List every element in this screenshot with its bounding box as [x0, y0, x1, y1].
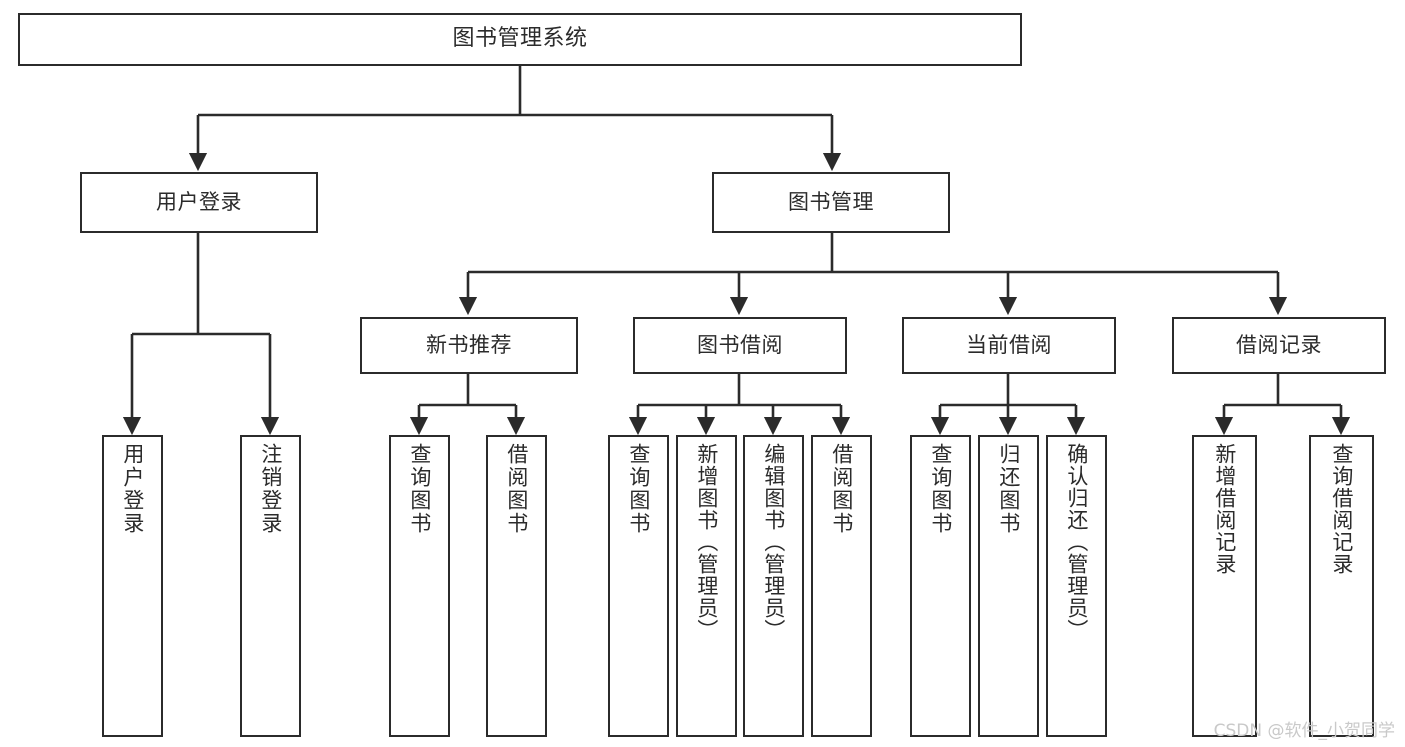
- node-current-borrowing[interactable]: 当前借阅: [902, 317, 1116, 374]
- node-new-book-recommendation[interactable]: 新书推荐: [360, 317, 578, 374]
- node-label: 借阅记录: [1236, 332, 1322, 357]
- leaf-book-borrow-edit-book-admin[interactable]: 编辑图书（管理员）: [743, 435, 804, 737]
- node-label: 图书管理: [788, 189, 874, 214]
- node-label: 新增借阅记录: [1212, 443, 1237, 575]
- node-user-login[interactable]: 用户登录: [80, 172, 318, 233]
- node-label: 用户登录: [156, 189, 242, 214]
- leaf-book-borrow-borrow-books[interactable]: 借阅图书: [811, 435, 872, 737]
- leaf-borrow-record-query-record[interactable]: 查询借阅记录: [1309, 435, 1374, 737]
- leaf-user-login-logout[interactable]: 注销登录: [240, 435, 301, 737]
- node-label: 用户登录: [120, 443, 145, 535]
- node-label: 查询图书: [928, 443, 953, 535]
- node-borrow-record[interactable]: 借阅记录: [1172, 317, 1386, 374]
- leaf-current-borrow-return-books[interactable]: 归还图书: [978, 435, 1039, 737]
- leaf-new-book-borrow-books[interactable]: 借阅图书: [486, 435, 547, 737]
- node-book-borrowing[interactable]: 图书借阅: [633, 317, 847, 374]
- node-label: 图书管理系统: [452, 26, 588, 52]
- node-label: 新书推荐: [426, 332, 512, 357]
- leaf-current-borrow-query-books[interactable]: 查询图书: [910, 435, 971, 737]
- node-label: 查询图书: [407, 443, 432, 535]
- csdn-watermark: CSDN @软件_小贺同学: [1213, 721, 1395, 741]
- leaf-current-borrow-confirm-return-admin[interactable]: 确认归还（管理员）: [1046, 435, 1107, 737]
- node-label: 查询借阅记录: [1329, 443, 1354, 575]
- node-label: 当前借阅: [966, 332, 1052, 357]
- node-label: 注销登录: [258, 443, 283, 535]
- node-label: 图书借阅: [697, 332, 783, 357]
- node-label: 新增图书（管理员）: [694, 443, 719, 641]
- leaf-book-borrow-query-books[interactable]: 查询图书: [608, 435, 669, 737]
- leaf-borrow-record-add-record[interactable]: 新增借阅记录: [1192, 435, 1257, 737]
- node-book-management[interactable]: 图书管理: [712, 172, 950, 233]
- node-label: 确认归还（管理员）: [1064, 443, 1089, 641]
- node-label: 查询图书: [626, 443, 651, 535]
- node-label: 借阅图书: [829, 443, 854, 535]
- leaf-user-login-login[interactable]: 用户登录: [102, 435, 163, 737]
- node-root-book-management-system[interactable]: 图书管理系统: [18, 13, 1022, 66]
- node-label: 借阅图书: [504, 443, 529, 535]
- leaf-new-book-query-books[interactable]: 查询图书: [389, 435, 450, 737]
- leaf-book-borrow-add-book-admin[interactable]: 新增图书（管理员）: [676, 435, 737, 737]
- node-label: 归还图书: [996, 443, 1021, 535]
- node-label: 编辑图书（管理员）: [761, 443, 786, 641]
